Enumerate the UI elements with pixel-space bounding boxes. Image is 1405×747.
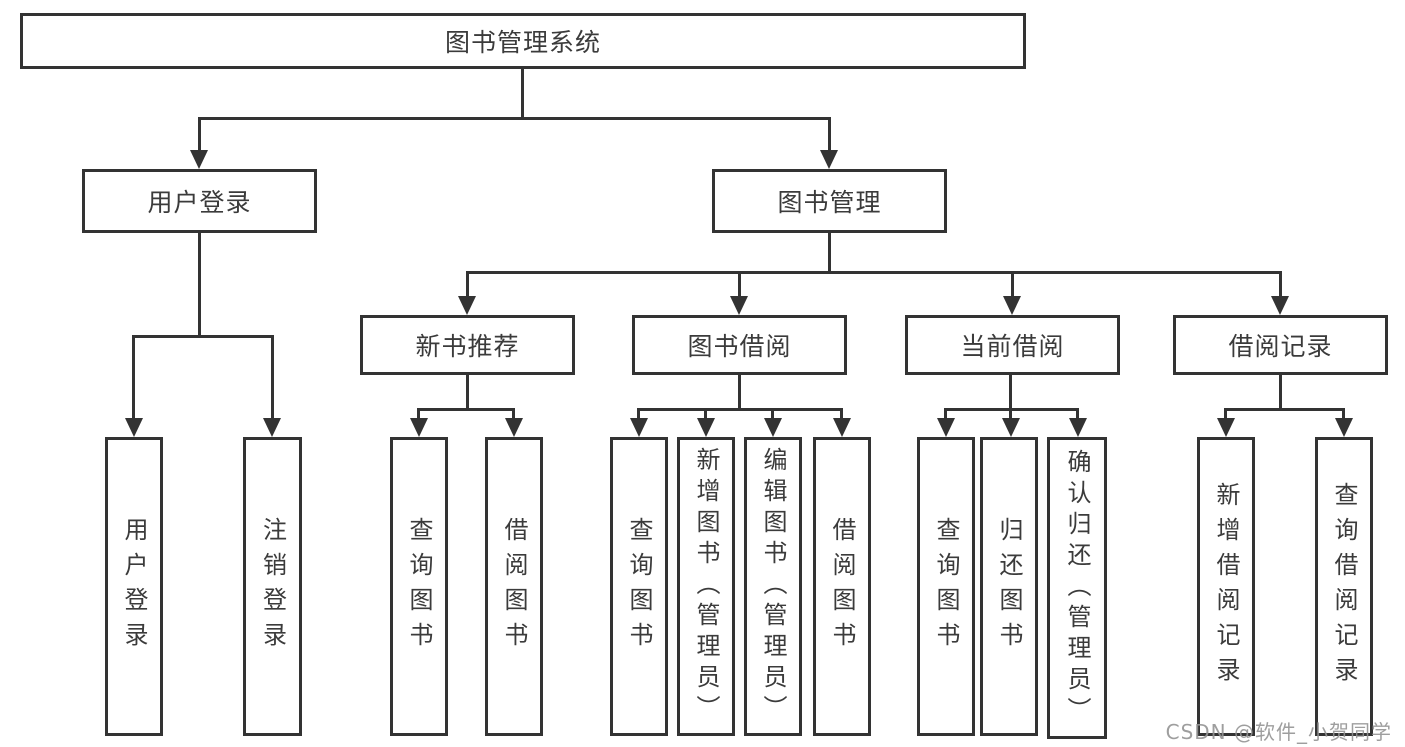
leaf-query-books-current: 查询图书: [917, 437, 975, 736]
csdn-watermark: CSDN @软件_小贺同学: [1165, 720, 1392, 744]
connector-line: [828, 233, 831, 271]
connector-line: [738, 271, 741, 297]
arrowhead-down-icon: [1271, 296, 1289, 315]
connector-line: [1009, 375, 1012, 408]
leaf-confirm-return-admin: 确认归还（管理员）: [1047, 437, 1107, 739]
node-current-borrowing: 当前借阅: [905, 315, 1120, 375]
arrowhead-down-icon: [190, 150, 208, 169]
connector-line: [637, 408, 640, 420]
arrowhead-down-icon: [263, 418, 281, 437]
connector-line: [944, 408, 947, 420]
leaf-return-books: 归还图书: [980, 437, 1038, 736]
connector-line: [771, 408, 774, 420]
arrowhead-down-icon: [1069, 418, 1087, 437]
node-user-login: 用户登录: [82, 169, 317, 233]
connector-line: [1342, 408, 1345, 420]
arrowhead-down-icon: [937, 418, 955, 437]
node-label: 当前借阅: [960, 332, 1065, 361]
connector-line: [1224, 408, 1344, 411]
leaf-query-books-recommend: 查询图书: [390, 437, 448, 736]
arrowhead-down-icon: [458, 296, 476, 315]
leaf-logout: 注销登录: [243, 437, 302, 736]
connector-line: [704, 408, 707, 420]
leaf-edit-books-admin: 编辑图书（管理员）: [744, 437, 802, 736]
arrowhead-down-icon: [1335, 418, 1353, 437]
leaf-add-borrow-record: 新增借阅记录: [1197, 437, 1255, 736]
connector-line: [466, 271, 469, 297]
leaf-label: 归还图书: [995, 516, 1023, 657]
node-book-borrowing: 图书借阅: [632, 315, 847, 375]
leaf-label: 借阅图书: [500, 516, 528, 657]
node-label: 图书管理: [777, 188, 882, 217]
arrowhead-down-icon: [505, 418, 523, 437]
arrowhead-down-icon: [697, 418, 715, 437]
connector-line: [1224, 408, 1227, 420]
connector-line: [738, 375, 741, 408]
connector-line: [466, 375, 469, 408]
arrowhead-down-icon: [1002, 418, 1020, 437]
arrowhead-down-icon: [630, 418, 648, 437]
arrowhead-down-icon: [1003, 296, 1021, 315]
connector-line: [1009, 408, 1012, 420]
node-label: 图书借阅: [687, 332, 792, 361]
leaf-label: 用户登录: [120, 516, 148, 657]
leaf-borrow-books: 借阅图书: [813, 437, 871, 736]
leaf-user-login: 用户登录: [105, 437, 163, 736]
arrowhead-down-icon: [764, 418, 782, 437]
node-new-book-recommend: 新书推荐: [360, 315, 575, 375]
connector-line: [132, 335, 135, 419]
connector-line: [417, 408, 515, 411]
arrowhead-down-icon: [730, 296, 748, 315]
connector-line: [1076, 408, 1079, 420]
node-borrow-records: 借阅记录: [1173, 315, 1388, 375]
leaf-label: 查询图书: [932, 516, 960, 657]
arrowhead-down-icon: [1217, 418, 1235, 437]
leaf-label: 新增图书（管理员）: [692, 447, 720, 726]
leaf-borrow-books-recommend: 借阅图书: [485, 437, 543, 736]
connector-line: [198, 233, 201, 335]
node-label: 图书管理系统: [444, 28, 601, 57]
leaf-label: 查询借阅记录: [1330, 481, 1358, 692]
connector-line: [1279, 375, 1282, 408]
connector-line: [1011, 271, 1014, 297]
leaf-label: 新增借阅记录: [1212, 481, 1240, 692]
node-book-management: 图书管理: [712, 169, 947, 233]
leaf-label: 编辑图书（管理员）: [759, 447, 787, 726]
connector-line: [840, 408, 843, 420]
leaf-label: 借阅图书: [828, 516, 856, 657]
connector-line: [132, 335, 273, 338]
connector-line: [637, 408, 843, 411]
connector-line: [512, 408, 515, 420]
connector-line: [198, 117, 201, 151]
node-label: 新书推荐: [415, 332, 520, 361]
node-library-management-system: 图书管理系统: [20, 13, 1026, 69]
connector-line: [466, 271, 1281, 274]
connector-line: [271, 335, 274, 419]
connector-line: [198, 117, 830, 120]
arrowhead-down-icon: [820, 150, 838, 169]
node-label: 用户登录: [147, 188, 252, 217]
arrowhead-down-icon: [125, 418, 143, 437]
connector-line: [1279, 271, 1282, 297]
arrowhead-down-icon: [833, 418, 851, 437]
leaf-query-borrow-record: 查询借阅记录: [1315, 437, 1373, 736]
leaf-label: 确认归还（管理员）: [1063, 448, 1091, 728]
leaf-label: 注销登录: [258, 516, 287, 657]
node-label: 借阅记录: [1228, 332, 1333, 361]
leaf-label: 查询图书: [405, 516, 433, 657]
connector-line: [828, 117, 831, 151]
arrowhead-down-icon: [410, 418, 428, 437]
connector-line: [417, 408, 420, 420]
leaf-label: 查询图书: [625, 516, 653, 657]
leaf-add-books-admin: 新增图书（管理员）: [677, 437, 735, 736]
connector-line: [521, 69, 524, 117]
leaf-query-books-borrow: 查询图书: [610, 437, 668, 736]
